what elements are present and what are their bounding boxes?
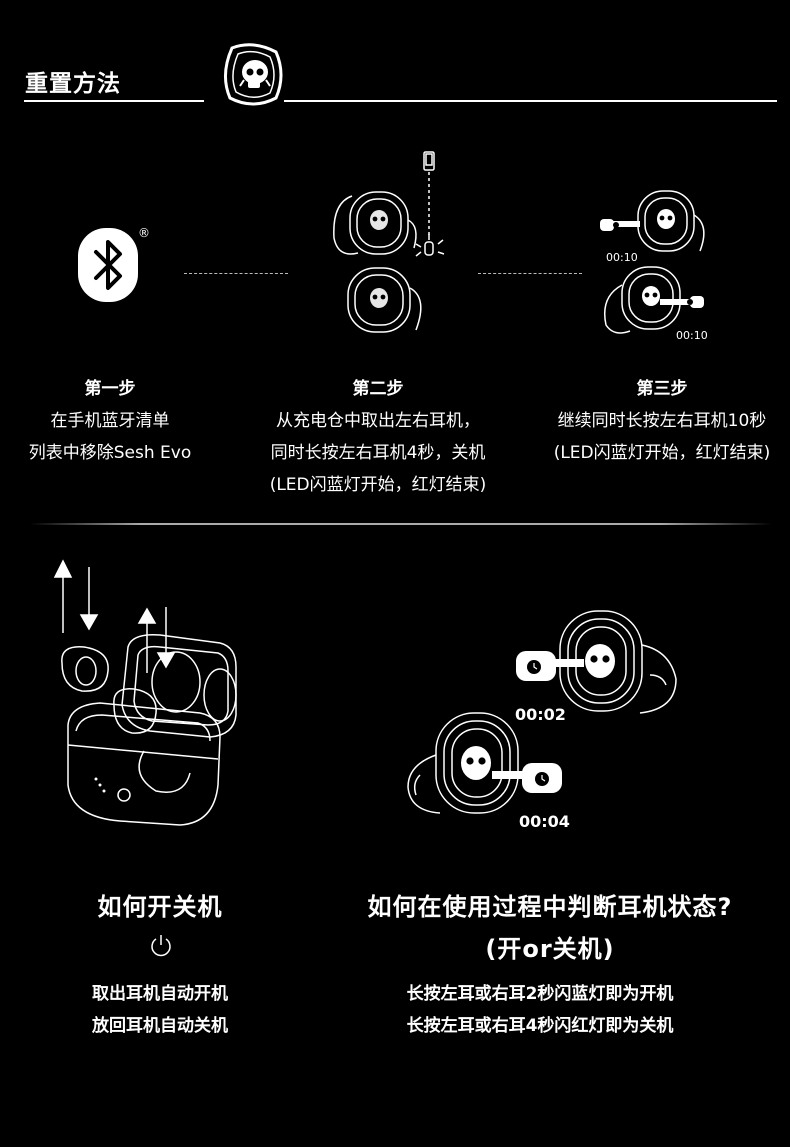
step-1-text: 第一步 在手机蓝牙清单 列表中移除Sesh Evo <box>0 373 220 469</box>
step3-timer-right: 00:10 <box>676 329 708 342</box>
step-line: 从充电仓中取出左右耳机， <box>276 411 480 431</box>
step-line: 列表中移除Sesh Evo <box>28 443 192 463</box>
status-description: 长按左耳或右耳2秒闪蓝灯即为开机 长按左耳或右耳4秒闪红灯即为关机 <box>340 978 740 1042</box>
power-line: 放回耳机自动关机 <box>92 1016 228 1036</box>
status-line: 长按左耳或右耳2秒闪蓝灯即为开机 <box>406 984 674 1004</box>
status-line: 长按左耳或右耳4秒闪红灯即为关机 <box>406 1016 674 1036</box>
status-timer-left: 00:04 <box>519 812 570 831</box>
bluetooth-icon <box>78 228 138 302</box>
step3-timer-left: 00:10 <box>606 251 638 264</box>
section-divider <box>30 523 772 525</box>
status-heading: 如何在使用过程中判断耳机状态? <box>367 893 733 921</box>
step-line: 在手机蓝牙清单 <box>50 411 170 431</box>
step-heading: 第二步 <box>352 379 404 399</box>
earbuds-power-off-illustration <box>333 151 445 333</box>
header-rule-left <box>24 100 204 102</box>
dashed-connector <box>478 273 582 274</box>
step-heading: 第一步 <box>84 379 136 399</box>
power-icon <box>151 935 171 957</box>
step-heading: 第三步 <box>636 379 688 399</box>
status-timer-right: 00:02 <box>515 705 566 724</box>
power-heading: 如何开关机 <box>97 893 223 921</box>
status-subheading: (开or关机) <box>485 935 615 963</box>
charging-case-illustration <box>53 559 237 826</box>
skull-logo-icon <box>224 43 283 106</box>
step-3-text: 第三步 继续同时长按左右耳机10秒 (LED闪蓝灯开始，红灯结束) <box>530 373 790 469</box>
earbuds-status-illustration <box>407 610 677 814</box>
header-rule-right <box>284 100 777 102</box>
step-line: (LED闪蓝灯开始，红灯结束) <box>553 443 771 463</box>
step-2-text: 第二步 从充电仓中取出左右耳机， 同时长按左右耳机4秒，关机 (LED闪蓝灯开始… <box>246 373 510 501</box>
step-line: (LED闪蓝灯开始，红灯结束) <box>269 475 487 495</box>
registered-mark: ® <box>138 226 150 240</box>
section-title: 重置方法 <box>25 71 121 97</box>
earbuds-reset-illustration <box>600 190 705 334</box>
step-line: 同时长按左右耳机4秒，关机 <box>270 443 486 463</box>
power-description: 取出耳机自动开机 放回耳机自动关机 <box>40 978 280 1042</box>
step-line: 继续同时长按左右耳机10秒 <box>557 411 767 431</box>
power-line: 取出耳机自动开机 <box>92 984 228 1004</box>
dashed-connector <box>184 273 288 274</box>
